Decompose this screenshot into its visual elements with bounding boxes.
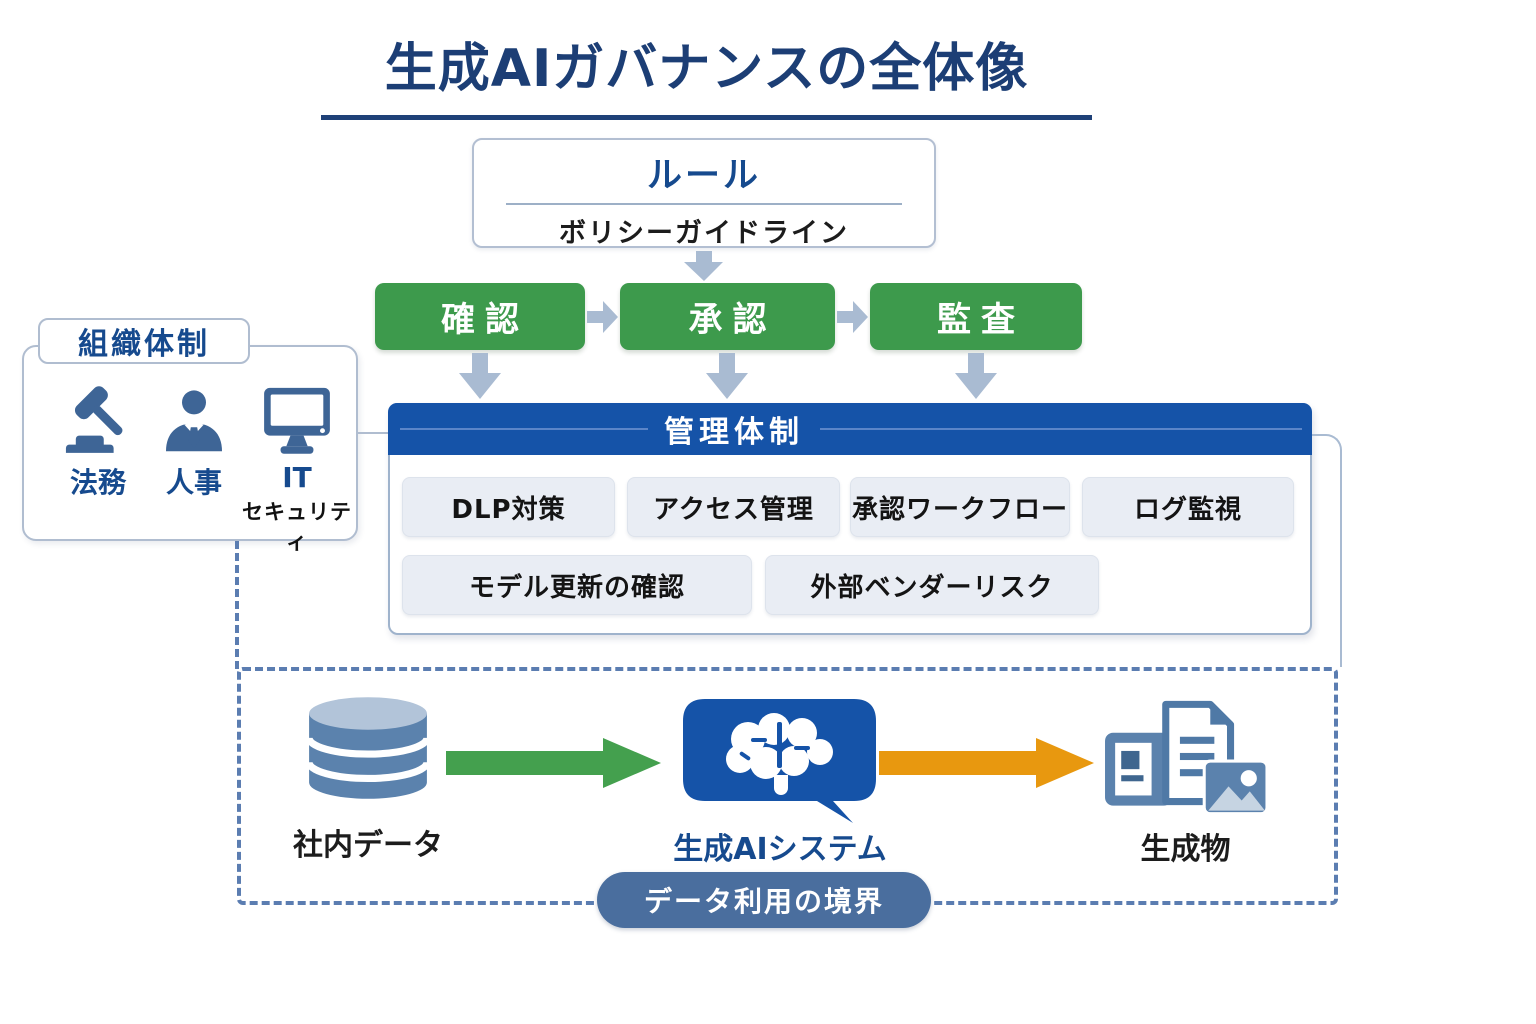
person-icon bbox=[166, 390, 222, 452]
rules-divider bbox=[506, 203, 902, 205]
control-chip-access: アクセス管理 bbox=[627, 477, 840, 537]
control-chip-model-update: モデル更新の確認 bbox=[402, 555, 752, 615]
generated-output-label: 生成物 bbox=[1140, 832, 1231, 867]
arrow-down-icon bbox=[459, 353, 501, 399]
control-chip-vendor-risk: 外部ベンダーリスク bbox=[765, 555, 1099, 615]
org-member-hr: 人事 bbox=[146, 383, 242, 501]
rules-subtitle: ボリシーガイドライン bbox=[559, 218, 849, 249]
org-member-label: 人事 bbox=[165, 466, 222, 499]
arrow-right-icon bbox=[837, 301, 868, 333]
internal-data-label: 社内データ bbox=[293, 828, 443, 863]
step-approve: 承認 bbox=[620, 283, 835, 350]
data-flow-arrow-green-icon bbox=[446, 738, 661, 788]
arrow-right-icon bbox=[587, 301, 618, 333]
organization-title-tab: 組織体制 bbox=[38, 318, 250, 364]
gavel-icon bbox=[65, 386, 123, 453]
management-box: 管理体制 DLP対策 アクセス管理 承認ワークフロー ログ監視 モデル更新の確認… bbox=[388, 403, 1312, 635]
page-title: 生成AIガバナンスの全体像 bbox=[321, 26, 1092, 120]
arrow-down-icon bbox=[684, 251, 723, 281]
step-confirm: 確認 bbox=[375, 283, 585, 350]
org-management-connector bbox=[356, 432, 390, 434]
management-title: 管理体制 bbox=[664, 415, 804, 450]
org-member-sublabel: セキュリティ bbox=[242, 500, 352, 554]
database-icon bbox=[305, 697, 431, 799]
management-header: 管理体制 bbox=[388, 403, 1312, 455]
ai-system-label: 生成AIシステム bbox=[673, 832, 887, 867]
generated-documents-icon bbox=[1105, 700, 1269, 816]
org-member-it-security: IT セキュリティ bbox=[238, 383, 356, 556]
control-chip-log: ログ監視 bbox=[1082, 477, 1294, 537]
data-flow-arrow-orange-icon bbox=[879, 738, 1094, 788]
organization-box: 法務 人事 IT セキュリティ bbox=[22, 345, 358, 554]
control-chip-dlp: DLP対策 bbox=[402, 477, 615, 537]
arrow-down-icon bbox=[706, 353, 748, 399]
data-boundary-pill: データ利用の境界 bbox=[597, 872, 931, 928]
arrow-down-icon bbox=[955, 353, 997, 399]
rules-title: ルール bbox=[646, 156, 761, 196]
ai-brain-icon bbox=[683, 699, 876, 823]
step-audit: 監査 bbox=[870, 283, 1082, 350]
org-member-label: IT bbox=[282, 461, 312, 494]
rules-box: ルール ボリシーガイドライン bbox=[472, 138, 936, 249]
org-member-label: 法務 bbox=[69, 466, 126, 499]
org-member-legal: 法務 bbox=[50, 383, 146, 501]
org-boundary-dashed-connector bbox=[235, 541, 239, 669]
control-chip-workflow: 承認ワークフロー bbox=[850, 477, 1070, 537]
monitor-icon bbox=[264, 387, 330, 454]
management-boundary-connector bbox=[1312, 434, 1342, 667]
